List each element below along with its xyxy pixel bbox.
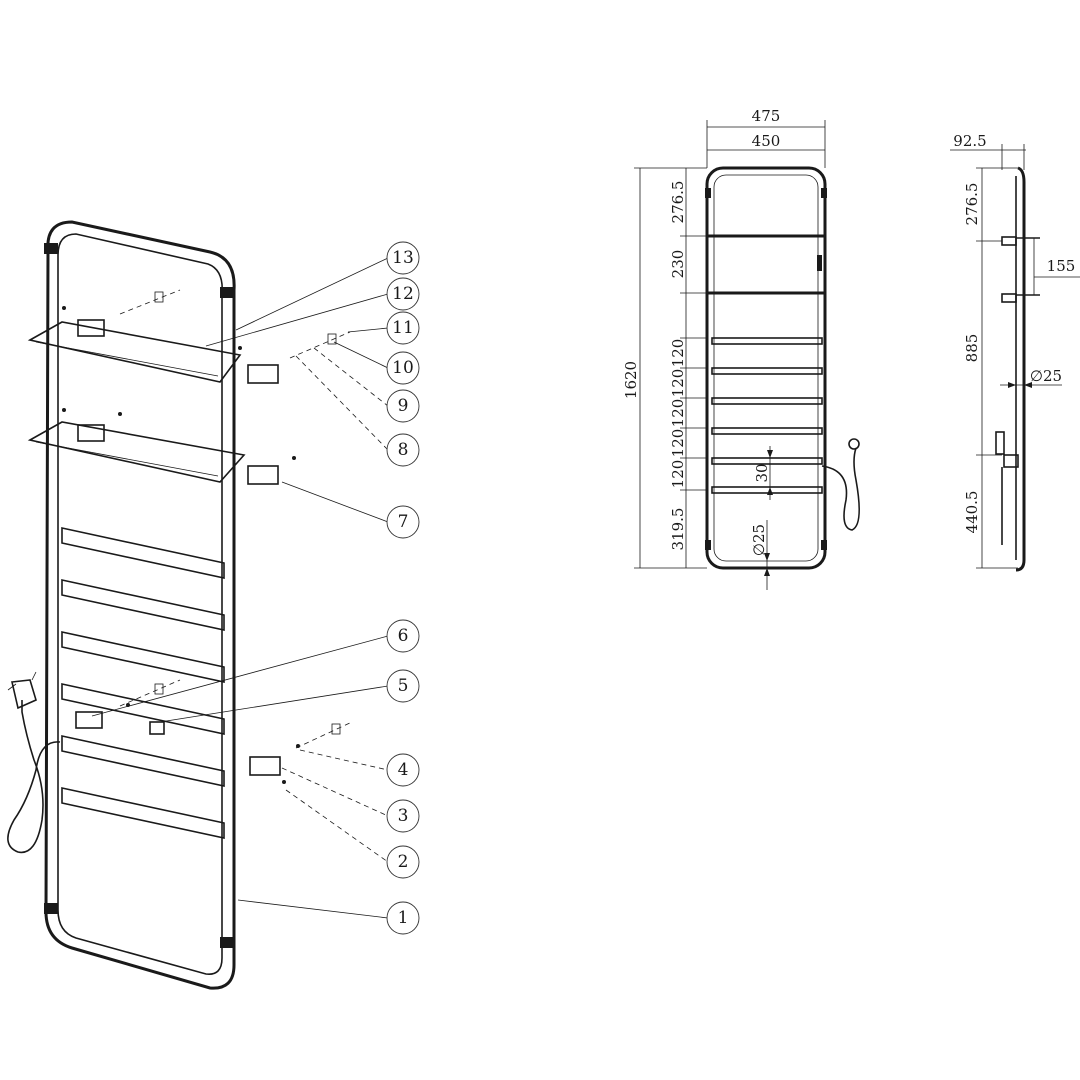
side-shelf-bracket	[1001, 236, 1017, 246]
callout-label: 7	[398, 512, 409, 532]
callout-5: 5	[386, 669, 420, 703]
exploded-view: 1 2 3 4 5 6 7 8 9 10 11 12 13	[7, 220, 420, 990]
callout-7: 7	[386, 505, 420, 539]
dim-width-outer: 475	[752, 107, 781, 125]
callout-label: 11	[392, 318, 414, 338]
callout-label: 9	[398, 396, 409, 416]
end-cap	[44, 243, 58, 254]
dim-seg-bottom: 319.5	[669, 508, 687, 551]
dim-shelf-spacing: 155	[1047, 257, 1076, 275]
side-view: 92.5 276.5 885 440.5 155 ∅25	[950, 132, 1080, 572]
leader-lines	[91, 257, 389, 919]
end-cap	[44, 903, 58, 914]
second-shelf	[27, 421, 279, 485]
dim-seg-top: 276.5	[669, 181, 687, 224]
callout-12: 12	[386, 277, 420, 311]
dim-seg-bar: 120	[669, 339, 687, 368]
callout-label: 13	[392, 248, 414, 268]
dim-seg-bar: 120	[669, 460, 687, 489]
end-cap	[220, 287, 234, 298]
callout-label: 12	[392, 284, 414, 304]
front-bars	[711, 337, 823, 494]
control-unit	[149, 721, 165, 735]
dim-tube-diameter: ∅25	[750, 524, 768, 556]
callout-3: 3	[386, 799, 420, 833]
callout-label: 3	[398, 806, 409, 826]
dim-height-total: 1620	[622, 361, 640, 399]
callout-label: 6	[398, 626, 409, 646]
side-tube	[1015, 166, 1026, 572]
dim-seg-bar: 120	[669, 369, 687, 398]
callout-11: 11	[386, 311, 420, 345]
dim-side-tube-diameter: ∅25	[1030, 367, 1062, 385]
frame-inner	[57, 233, 224, 975]
callout-1: 1	[386, 901, 420, 935]
dim-side-seg-middle: 885	[963, 334, 981, 363]
callout-label: 5	[398, 676, 409, 696]
dim-seg-bar: 120	[669, 429, 687, 458]
dim-depth: 92.5	[953, 132, 986, 150]
callout-13: 13	[386, 241, 420, 275]
side-bracket	[1003, 454, 1019, 468]
screws	[62, 289, 353, 784]
dim-width-inner: 450	[752, 132, 781, 150]
callout-label: 2	[398, 852, 409, 872]
dim-side-seg-top: 276.5	[963, 183, 981, 226]
callout-label: 8	[398, 440, 409, 460]
callout-10: 10	[386, 351, 420, 385]
front-cord	[821, 447, 860, 531]
towel-bars	[61, 527, 225, 839]
callout-6: 6	[386, 619, 420, 653]
frame-outer	[44, 220, 236, 990]
dim-seg-bar: 120	[669, 399, 687, 428]
callout-label: 4	[398, 760, 409, 780]
dim-bar-height: 30	[753, 463, 771, 482]
side-shelf-bracket	[1001, 293, 1017, 303]
dim-seg-shelf: 230	[669, 250, 687, 279]
lower-bracket	[75, 711, 103, 729]
end-cap	[220, 937, 234, 948]
front-view: 475 450 1620 276.5 230 120 120 120 120 1…	[622, 107, 860, 590]
callout-9: 9	[386, 389, 420, 423]
lower-bracket	[249, 756, 281, 776]
callout-label: 1	[398, 908, 409, 928]
callout-8: 8	[386, 433, 420, 467]
callout-4: 4	[386, 753, 420, 787]
side-plug	[995, 431, 1005, 455]
power-cord	[7, 671, 61, 854]
dim-side-seg-bottom: 440.5	[963, 491, 981, 534]
top-shelf	[27, 319, 279, 384]
callout-label: 10	[392, 358, 414, 378]
callout-2: 2	[386, 845, 420, 879]
